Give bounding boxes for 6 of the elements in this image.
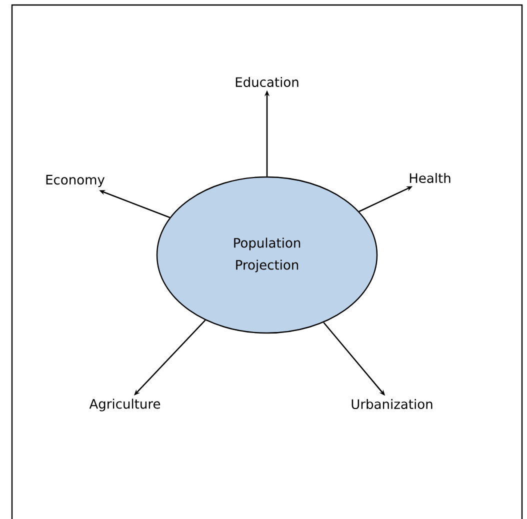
topic-label: Health xyxy=(410,172,450,184)
ellipse-node: Population Projection xyxy=(156,176,378,334)
topic-label: Economy xyxy=(46,174,105,188)
topic-label: Education xyxy=(236,76,298,88)
topic-label: Urbanization xyxy=(352,398,432,410)
topic-label: Agriculture xyxy=(89,398,160,412)
